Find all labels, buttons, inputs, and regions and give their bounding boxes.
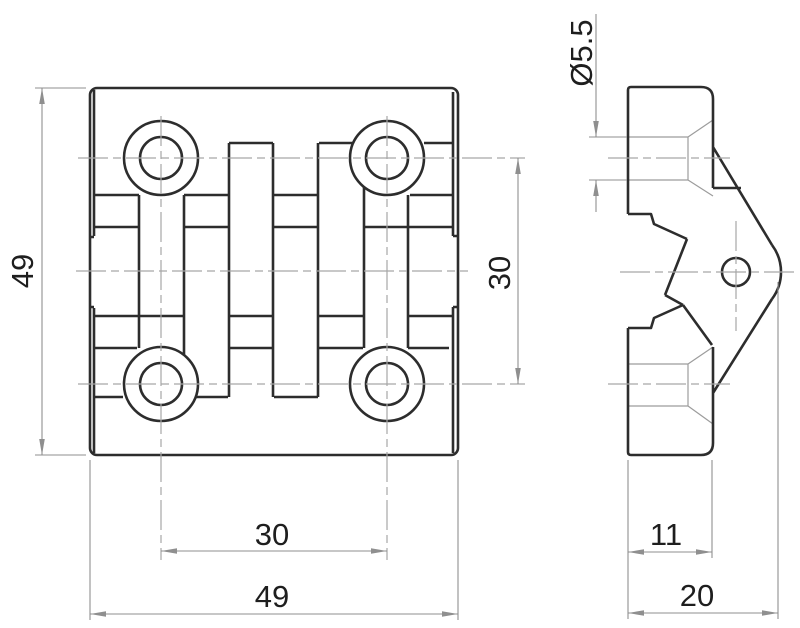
dim-hole-diameter-label: Ø5.5 [564,19,599,86]
dimensions: 49 30 Ø5.5 30 49 11 20 [5,14,779,620]
side-top-leaf [626,85,774,246]
side-countersink-lines [628,119,714,425]
dim-hole-spacing-horizontal-label: 30 [255,517,289,552]
centerlines [76,116,796,560]
dim-front-width-label: 49 [255,579,289,614]
dim-side-depth-label: 11 [650,517,682,552]
dim-side-width-label: 20 [680,578,714,613]
side-bottom-leaf [626,298,774,457]
side-view [626,85,783,457]
front-leaf-edge-lines [90,90,457,453]
dim-hole-spacing-vertical-label: 30 [482,256,517,290]
dimension-lines [35,14,779,620]
front-centerlines [76,116,525,560]
dim-front-height-label: 49 [5,254,40,288]
side-centerlines [608,157,796,385]
